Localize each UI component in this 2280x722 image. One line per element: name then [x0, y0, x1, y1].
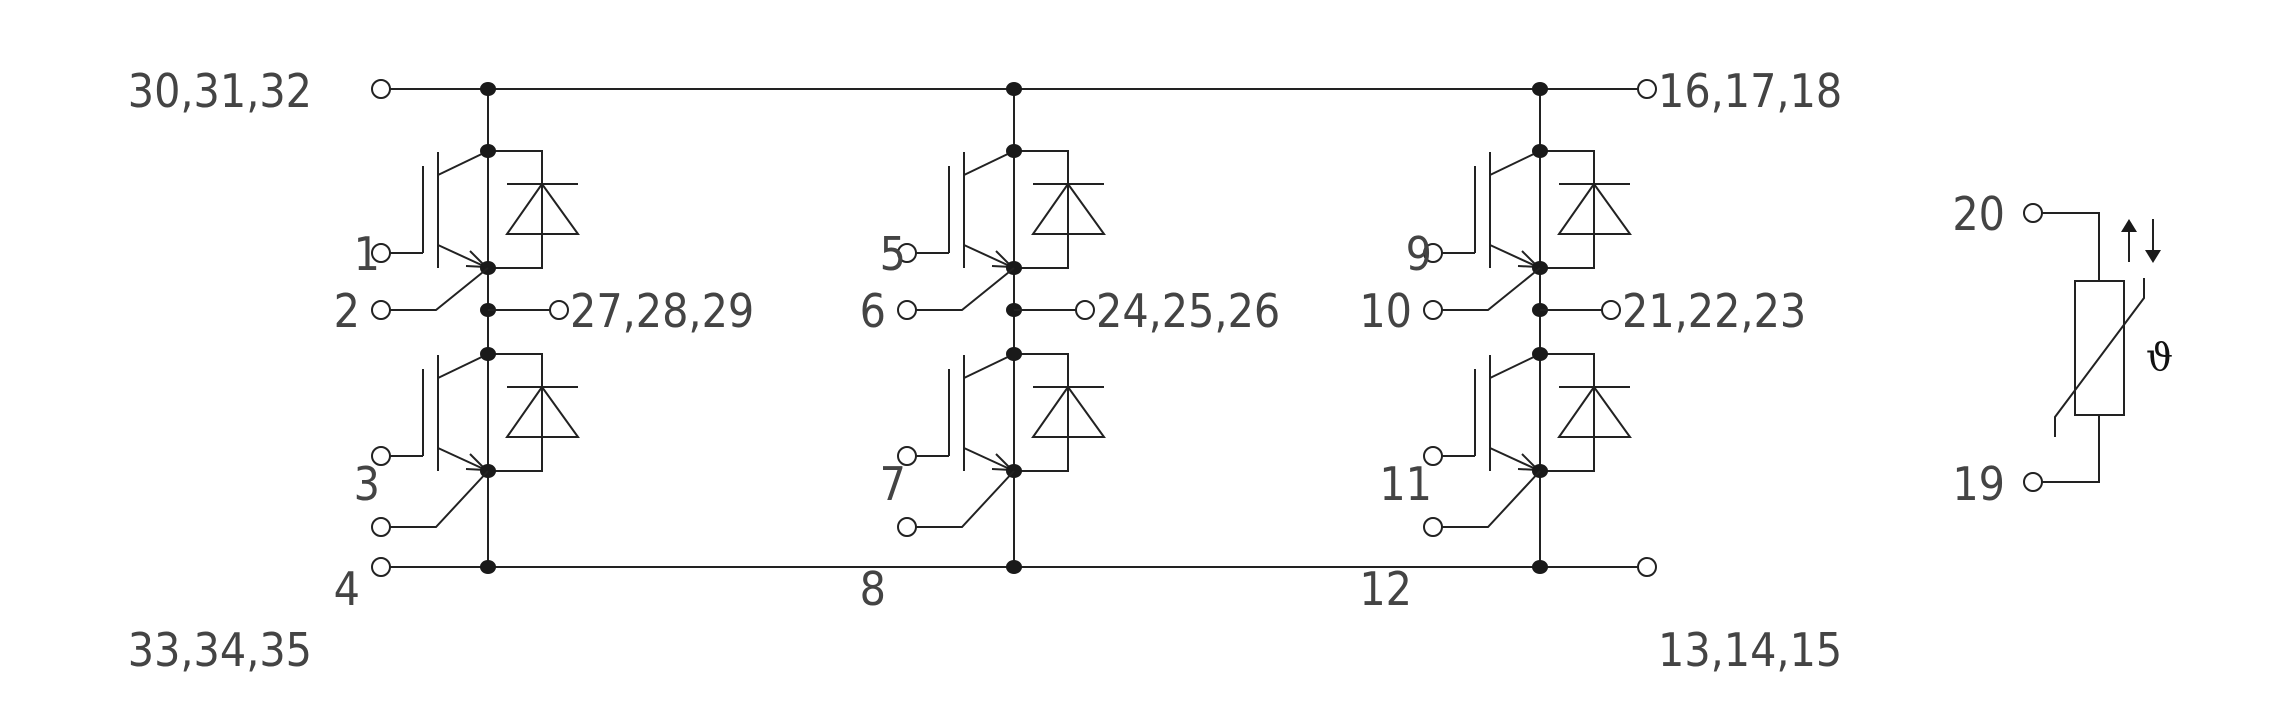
junction-dot [1006, 144, 1022, 158]
igbt-collector [437, 353, 489, 379]
junction-dot [480, 560, 496, 574]
terminal [371, 79, 391, 99]
igbt-emitter [437, 447, 489, 472]
igbt-collector [437, 150, 489, 176]
igbt-emitter [437, 244, 489, 269]
terminal [371, 517, 391, 537]
label-top-right: 16,17,18 [1658, 64, 1842, 118]
junction-dot [480, 144, 496, 158]
diode-triangle [505, 385, 580, 438]
junction-dot [1006, 82, 1022, 96]
arrow-down-icon [2145, 219, 2161, 263]
label-gate-low: 3 [354, 457, 380, 511]
label-gate-high: 9 [1406, 227, 1432, 281]
label-emitter-low: 12 [1359, 562, 1412, 616]
terminal [1423, 300, 1443, 320]
terminal [371, 300, 391, 320]
diode-triangle [1031, 385, 1106, 438]
terminal [371, 243, 391, 263]
aux-emitter-wire [916, 267, 1015, 311]
aux-emitter-wire [1442, 267, 1541, 311]
diode-wire [1014, 150, 1069, 269]
label-terminal-19: 19 [1952, 457, 2005, 511]
terminal [1637, 79, 1657, 99]
diode-wire [488, 150, 543, 269]
igbt-collector [1489, 353, 1541, 379]
terminal-19 [2023, 472, 2043, 492]
terminal [1423, 517, 1443, 537]
terminal [1075, 300, 1095, 320]
label-bottom-right: 13,14,15 [1658, 623, 1842, 677]
label-gate-low: 11 [1379, 457, 1432, 511]
junction-dot [1532, 82, 1548, 96]
label-output: 27,28,29 [570, 284, 754, 338]
diode-triangle [505, 182, 580, 235]
aux-emitter-wire [916, 470, 1015, 528]
diode-triangle [1031, 182, 1106, 235]
terminal [371, 557, 391, 577]
igbt-collector [1489, 150, 1541, 176]
terminal [1637, 557, 1657, 577]
theta-symbol: ϑ [2146, 335, 2173, 379]
terminal [1423, 243, 1443, 263]
junction-dot [1532, 560, 1548, 574]
label-terminal-20: 20 [1952, 187, 2005, 241]
diode-wire [1014, 353, 1069, 472]
igbt-emitter [963, 244, 1015, 269]
diode-wire [1540, 150, 1595, 269]
igbt-collector [963, 150, 1015, 176]
label-emitter-high: 2 [334, 284, 360, 338]
junction-dot [480, 347, 496, 361]
igbt-emitter [1489, 244, 1541, 269]
label-output: 24,25,26 [1096, 284, 1280, 338]
terminal [897, 446, 917, 466]
label-gate-high: 1 [354, 227, 380, 281]
terminal [1601, 300, 1621, 320]
terminal [897, 517, 917, 537]
terminal [371, 446, 391, 466]
aux-emitter-wire [390, 470, 489, 528]
label-emitter-high: 6 [860, 284, 886, 338]
aux-emitter-wire [1442, 470, 1541, 528]
terminal [897, 243, 917, 263]
igbt-emitter [963, 447, 1015, 472]
label-emitter-low: 8 [860, 562, 886, 616]
junction-dot [1006, 347, 1022, 361]
igbt-emitter [1489, 447, 1541, 472]
label-top-left: 30,31,32 [128, 64, 312, 118]
arrow-up-icon [2121, 219, 2137, 262]
diode-wire [488, 353, 543, 472]
label-output: 21,22,23 [1622, 284, 1806, 338]
junction-dot [1532, 347, 1548, 361]
junction-dot [480, 82, 496, 96]
label-gate-high: 5 [880, 227, 906, 281]
junction-dot [1532, 144, 1548, 158]
label-bottom-left: 33,34,35 [128, 623, 312, 677]
diode-triangle [1557, 182, 1632, 235]
diode-wire [1540, 353, 1595, 472]
terminal [1423, 446, 1443, 466]
label-emitter-high: 10 [1359, 284, 1412, 338]
igbt-collector [963, 353, 1015, 379]
label-emitter-low: 4 [334, 562, 360, 616]
thermistor: 20 19 ϑ [1952, 187, 2173, 511]
junction-dot [1006, 560, 1022, 574]
terminal [897, 300, 917, 320]
terminal-20 [2023, 203, 2043, 223]
terminal [549, 300, 569, 320]
diode-triangle [1557, 385, 1632, 438]
aux-emitter-wire [390, 267, 489, 311]
label-gate-low: 7 [880, 457, 906, 511]
